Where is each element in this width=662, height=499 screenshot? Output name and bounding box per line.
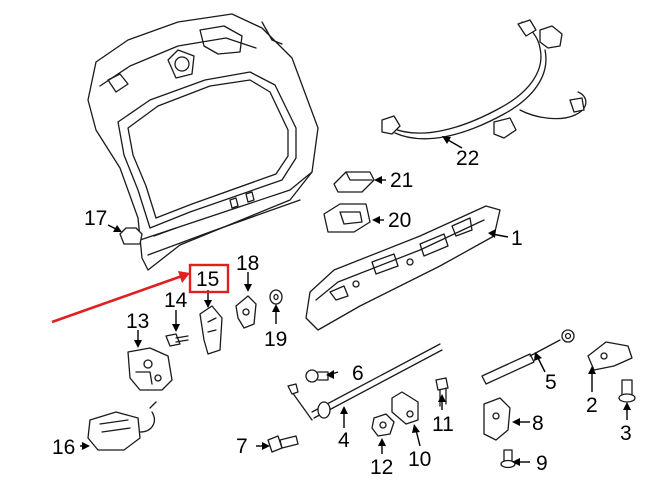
bolt-7-part [267,435,299,453]
grommet-part [119,227,143,245]
gas-strut-5-part [481,329,575,385]
callout-13: 13 [126,310,149,333]
callout-21: 21 [390,169,413,192]
callout-20: 20 [388,209,411,232]
callout-15: 15 [196,268,219,291]
callout-14: 14 [164,289,188,312]
callout-6: 6 [352,362,364,385]
callout-19: 19 [264,328,287,351]
washer-19-part [269,289,283,305]
bolt-14-part [165,333,189,347]
leader-lines [80,136,631,466]
callout-4: 4 [338,429,350,452]
latch-13-part [127,347,173,391]
bolt-9-part [500,449,516,469]
callout-10: 10 [408,448,431,471]
switch-part [333,171,375,193]
striker-8-part [483,397,511,441]
callout-16: 16 [52,436,75,459]
callout-7: 7 [236,435,248,458]
bolt-11-part [435,377,449,407]
callout-22: 22 [456,147,479,170]
hinge-plate-18-part [235,295,257,329]
callout-3: 3 [620,422,632,445]
ball-stud-6-part [305,369,329,383]
stud-3-part [618,379,636,403]
callout-8: 8 [532,412,544,435]
callout-17: 17 [84,207,107,230]
actuator-16-part [87,401,157,451]
bracket-10-part [391,391,419,425]
wiring-harness [381,19,587,140]
callout-12: 12 [370,456,393,479]
callout-labels: 1 2 3 4 5 6 7 8 9 10 11 12 13 14 15 16 1… [52,147,632,479]
callout-9: 9 [536,452,548,475]
strut-rod-4-part [287,343,443,421]
callout-18: 18 [236,252,259,275]
callout-5: 5 [545,371,557,394]
camera-housing-part [323,203,371,233]
callout-2: 2 [586,394,598,417]
callout-1: 1 [511,227,523,250]
callout-11: 11 [432,413,454,436]
nut-12-part [371,413,395,437]
bracket-15-part [199,305,223,355]
liftgate-panel [87,13,319,271]
highlight-15 [51,263,230,324]
hinge-bracket-2-part [587,341,633,371]
applique-panel [305,205,501,331]
